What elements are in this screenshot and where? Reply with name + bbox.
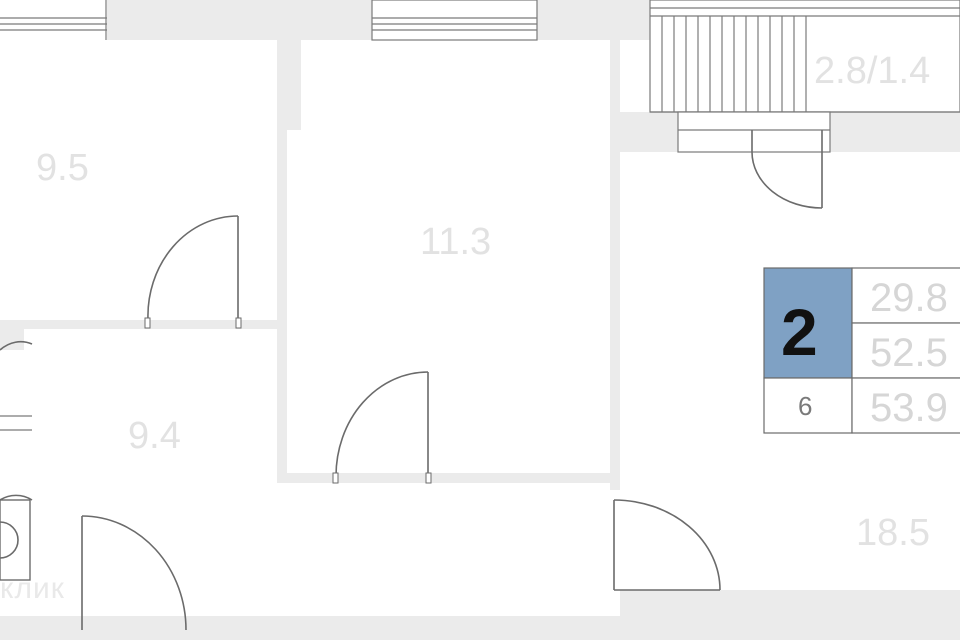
floor-number: 6 — [798, 391, 812, 421]
area-with-balcony: 53.9 — [870, 386, 948, 430]
area-living: 29.8 — [870, 276, 948, 320]
balcony-area: 2.8/1.4 — [814, 50, 930, 92]
apartment-info-badge: 2 29.8 52.5 6 53.9 — [763, 267, 960, 434]
bathroom-fixtures — [0, 340, 33, 581]
area-total: 52.5 — [870, 331, 948, 375]
window-top-left — [0, 0, 107, 40]
room-area-left-top: 9.5 — [36, 147, 89, 189]
window-top-middle — [371, 0, 538, 41]
watermark: клик — [0, 572, 65, 605]
door-balcony — [751, 130, 823, 209]
room-area-middle: 11.3 — [420, 221, 491, 263]
door-right-room — [613, 499, 721, 591]
door-left-top-room — [144, 215, 242, 329]
door-middle-room — [332, 371, 432, 484]
rooms-count: 2 — [781, 295, 818, 369]
room-area-right: 18.5 — [856, 512, 930, 554]
balcony — [649, 0, 960, 153]
door-entrance — [81, 515, 187, 631]
room-area-left-bottom: 9.4 — [128, 415, 181, 457]
rooms-count-cell — [763, 267, 853, 379]
